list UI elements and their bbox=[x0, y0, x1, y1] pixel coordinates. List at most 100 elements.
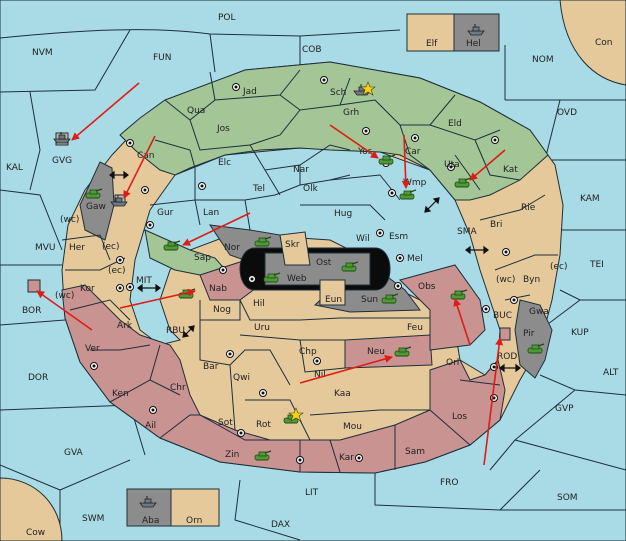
sea-label: ALT bbox=[603, 368, 619, 378]
province-label: Bri bbox=[490, 220, 502, 230]
province-label: Ail bbox=[145, 421, 156, 431]
island-orn bbox=[170, 488, 220, 527]
sea-label: DOR bbox=[28, 373, 48, 383]
coast-label: (ec) bbox=[550, 262, 568, 272]
sea-label: GVP bbox=[555, 404, 574, 414]
region-red-neu bbox=[344, 334, 433, 369]
order-arrow bbox=[453, 298, 471, 346]
sea-label: MIT bbox=[136, 276, 152, 286]
island-label: GVG bbox=[52, 156, 72, 166]
province-label: Jos bbox=[216, 124, 230, 134]
sea-label: POL bbox=[218, 13, 236, 23]
province-label: Elc bbox=[218, 158, 231, 168]
island-label: Orn bbox=[186, 516, 202, 526]
territory-gaw bbox=[79, 161, 115, 241]
sea-label: RBU bbox=[166, 326, 185, 336]
sea-label: NOM bbox=[532, 55, 554, 65]
province-label: Ver bbox=[85, 344, 100, 354]
province-label: Chp bbox=[299, 347, 317, 357]
province-label: Ark bbox=[117, 321, 133, 331]
province-label: Uta bbox=[444, 160, 460, 170]
order-arrow bbox=[469, 149, 506, 181]
capital-eun bbox=[319, 279, 346, 306]
province-label: Ken bbox=[112, 389, 129, 399]
island-bor bbox=[27, 279, 41, 293]
province-label: Ost bbox=[316, 258, 332, 268]
order-arrow bbox=[123, 135, 156, 199]
sea-label: DAX bbox=[271, 520, 290, 530]
star-icon bbox=[360, 81, 376, 96]
sea-label: COB bbox=[302, 45, 322, 55]
sea-label: GVA bbox=[64, 448, 84, 458]
province-label: Pir bbox=[523, 329, 535, 339]
island-elf bbox=[406, 13, 455, 52]
province-label: Sap bbox=[194, 253, 211, 263]
sea-label: SMA bbox=[457, 227, 477, 237]
sea-label: MVU bbox=[35, 243, 56, 253]
province-label: Gaw bbox=[86, 202, 106, 212]
province-label: Lan bbox=[203, 208, 219, 218]
province-label: Byn bbox=[523, 275, 540, 285]
island-label: Elf bbox=[426, 39, 438, 49]
order-arrow bbox=[36, 290, 93, 331]
order-arrow bbox=[182, 212, 251, 246]
island-label: Cow bbox=[26, 528, 45, 538]
province-label: Sch bbox=[330, 88, 346, 98]
province-label: Skr bbox=[285, 240, 300, 250]
province-label: Sot bbox=[218, 418, 233, 428]
province-label: Nog bbox=[213, 305, 231, 315]
province-label: Nor bbox=[224, 243, 240, 253]
province-label: Zin bbox=[225, 450, 239, 460]
province-label: Mou bbox=[343, 422, 362, 432]
star-icon bbox=[288, 407, 304, 422]
province-label: Rie bbox=[521, 203, 536, 213]
sea-label: OVD bbox=[557, 108, 577, 118]
province-label: Nab bbox=[209, 284, 227, 294]
coast-label: (ec) bbox=[108, 266, 126, 276]
star-markers bbox=[288, 81, 376, 422]
coast-label: (wc) bbox=[55, 291, 74, 301]
sea-label: KUP bbox=[571, 328, 589, 338]
province-label: Obs bbox=[418, 282, 436, 292]
island-label: Con bbox=[595, 38, 613, 48]
province-label: Hug bbox=[334, 209, 352, 219]
coast-label: (wc) bbox=[496, 275, 515, 285]
island-label: Aba bbox=[142, 516, 159, 526]
order-arrow bbox=[401, 134, 410, 189]
province-label: Kor bbox=[80, 284, 95, 294]
province-label: Web bbox=[287, 274, 307, 284]
province-label: Gwa bbox=[529, 307, 549, 317]
province-label: Sun bbox=[361, 295, 378, 305]
capital-skr bbox=[279, 231, 311, 266]
province-label: Chr bbox=[170, 383, 186, 393]
sea-label: BUC bbox=[493, 311, 512, 321]
supply-centers bbox=[90, 76, 518, 464]
island-label: Hel bbox=[466, 39, 481, 49]
province-borders bbox=[61, 69, 558, 473]
province-label: Olk bbox=[303, 184, 319, 194]
province-label: Rot bbox=[256, 420, 271, 430]
province-label: Her bbox=[69, 243, 85, 253]
province-label: Kar bbox=[339, 453, 354, 463]
island-label: ROD bbox=[497, 352, 517, 362]
order-arrow bbox=[71, 82, 140, 141]
province-label: Feu bbox=[407, 323, 423, 333]
province-label: Orl bbox=[446, 358, 459, 368]
province-label: Wil bbox=[356, 234, 370, 244]
sea-label: KAM bbox=[580, 194, 600, 204]
sea-label: SWM bbox=[82, 514, 104, 524]
island-labels: Elf Hel Con GVG Cow Aba Orn ROD bbox=[26, 38, 613, 538]
coast-labels: (wc) (ec) (ec) (wc) (wc) (ec) bbox=[55, 215, 568, 301]
sea-label: FUN bbox=[153, 53, 172, 63]
move-orders bbox=[36, 82, 506, 466]
sea-label: FRO bbox=[440, 478, 459, 488]
coast-label: (ec) bbox=[102, 242, 120, 252]
territory-pir bbox=[514, 299, 553, 379]
province-label: Bar bbox=[203, 362, 219, 372]
province-label: Car bbox=[405, 147, 421, 157]
coast-label: (wc) bbox=[60, 215, 79, 225]
province-label: Los bbox=[452, 412, 467, 422]
order-arrow bbox=[299, 355, 393, 384]
province-label: Wmp bbox=[403, 178, 427, 188]
